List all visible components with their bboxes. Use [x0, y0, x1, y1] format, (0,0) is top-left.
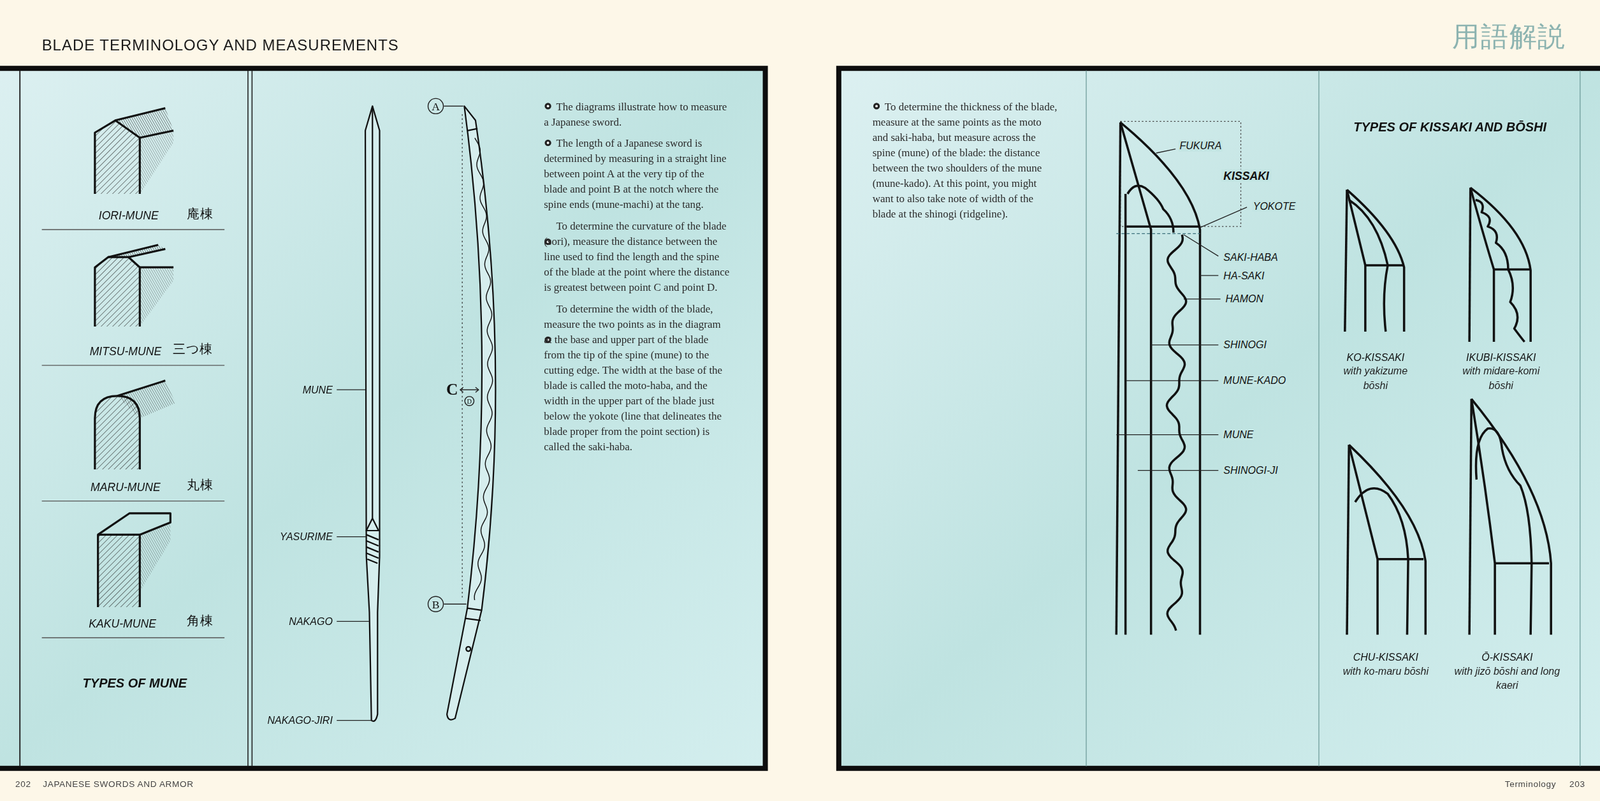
mune-type-kanji: 丸棟 — [186, 476, 214, 495]
kissaki-type-name: KO-KISSAKI — [1346, 351, 1405, 363]
kissaki-type-name: IKUBI-KISSAKI — [1466, 351, 1536, 363]
note-paragraph: The length of a Japanese sword is determ… — [543, 135, 730, 213]
part-label: FUKURA — [1178, 140, 1223, 152]
point-letter: C — [446, 380, 459, 400]
part-label: MUNE — [1222, 429, 1255, 441]
section-heading: TYPES OF KISSAKI AND BŌSHI — [1353, 120, 1547, 135]
boshi-note: with yakizume bōshi — [1332, 363, 1419, 393]
mune-type-name: IORI-MUNE — [98, 209, 159, 222]
header-kanji: 用語解説 — [1452, 18, 1567, 56]
part-label: HAMON — [1224, 293, 1265, 305]
boshi-note: with ko-maru bōshi — [1343, 664, 1429, 679]
part-label: NAKAGO — [288, 615, 333, 628]
hamon-line — [474, 137, 493, 600]
part-label: HA-SAKI — [1222, 269, 1266, 282]
running-footer: Terminology — [1505, 778, 1557, 789]
part-label: YASURIME — [279, 530, 333, 543]
part-label: MUNE-KADO — [1222, 374, 1288, 387]
page-title: BLADE TERMINOLOGY AND MEASUREMENTS — [42, 36, 400, 54]
kissaki-type-name: CHU-KISSAKI — [1353, 651, 1419, 663]
page-number: 202 — [15, 778, 32, 789]
mune-type-name: MITSU-MUNE — [89, 344, 162, 357]
part-label: SHINOGI-JI — [1222, 464, 1280, 477]
running-footer: JAPANESE SWORDS AND ARMOR — [42, 778, 194, 789]
note-paragraph: To determine the width of the blade, mea… — [543, 300, 730, 454]
kissaki-type-name: Ō-KISSAKI — [1481, 651, 1533, 663]
note-paragraph: The diagrams illustrate how to measure a… — [543, 98, 730, 130]
mune-type-kanji: 庵棟 — [186, 205, 214, 223]
point-letter: A — [431, 100, 440, 113]
hamon-line — [1166, 234, 1186, 631]
note-paragraph: To determine the thickness of the blade,… — [872, 98, 1059, 222]
point-letter: B — [432, 597, 440, 611]
note-paragraph: To determine the curvature of the blade … — [543, 218, 730, 295]
mune-type-kanji: 三つ棟 — [172, 341, 213, 359]
point-letter: D — [467, 397, 473, 405]
part-label: KISSAKI — [1221, 169, 1272, 182]
mune-type-name: KAKU-MUNE — [88, 617, 157, 630]
boshi-note: with midare-komi bōshi — [1452, 363, 1551, 393]
page-number: 203 — [1569, 778, 1586, 789]
mune-type-name: MARU-MUNE — [90, 480, 161, 493]
part-label: SAKI-HABA — [1222, 251, 1280, 263]
part-label: MUNE — [302, 383, 333, 396]
part-label: YOKOTE — [1251, 200, 1297, 212]
section-heading: TYPES OF MUNE — [82, 676, 187, 691]
mune-type-kanji: 角棟 — [186, 612, 214, 630]
part-label: NAKAGO-JIRI — [267, 714, 333, 727]
part-label: SHINOGI — [1222, 339, 1268, 351]
boshi-note: with jizō bōshi and long kaeri — [1450, 664, 1565, 693]
